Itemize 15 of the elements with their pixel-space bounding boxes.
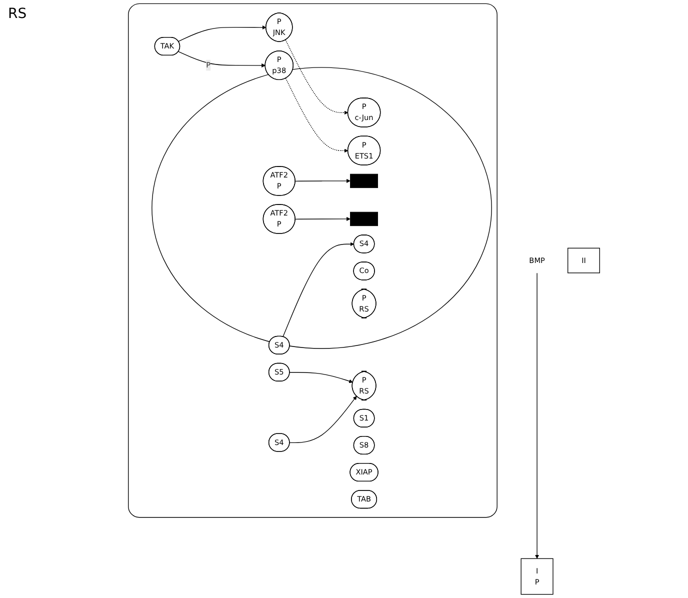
- arrow: [178, 51, 266, 68]
- arrow: [282, 242, 354, 338]
- arrow: [285, 40, 348, 115]
- cluster: [152, 67, 492, 349]
- cluster: [128, 3, 498, 518]
- arrow: [535, 272, 540, 559]
- node-bar: [350, 212, 378, 226]
- arrow: [289, 396, 357, 444]
- group-label: RS: [8, 6, 27, 22]
- arrow: [285, 78, 348, 153]
- arrow: [294, 178, 350, 183]
- arrow: [178, 25, 266, 42]
- arrow: [289, 372, 353, 384]
- node-bar: [350, 174, 378, 188]
- arrow: [294, 216, 350, 221]
